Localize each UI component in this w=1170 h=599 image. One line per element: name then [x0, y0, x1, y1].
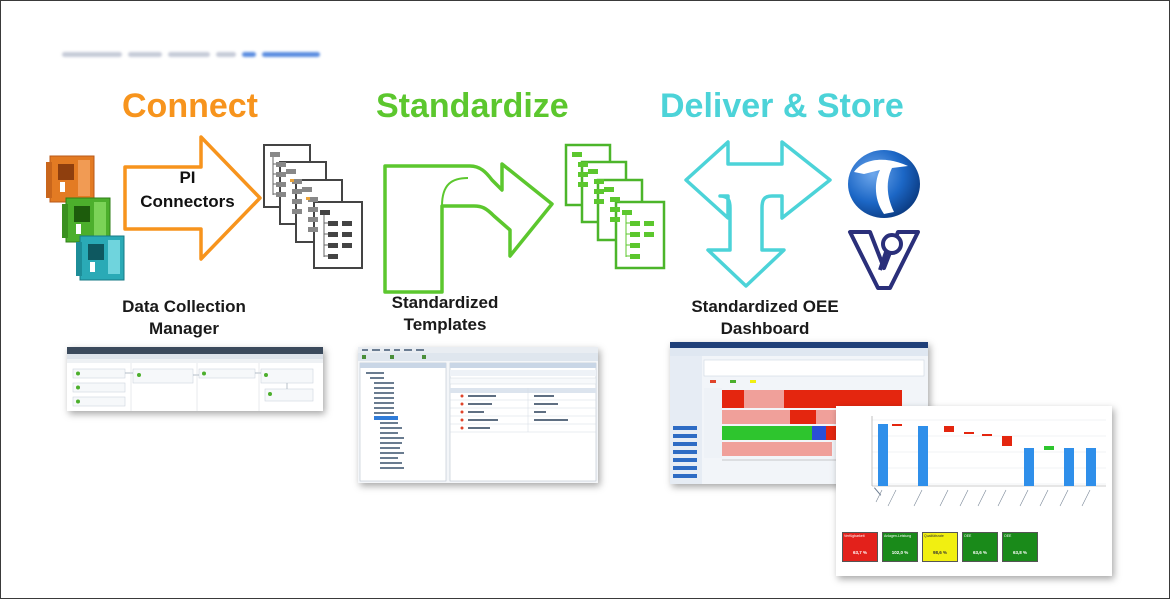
- kpi-tile: Verfügbarkeit 63,7 %: [842, 532, 878, 562]
- kpi-label: Anlagen-Leistung: [884, 534, 912, 538]
- oee-line2: Dashboard: [720, 319, 810, 338]
- kpi-value: 63,7 %: [852, 550, 867, 555]
- deliver-arrow: [684, 140, 832, 288]
- stage-connect-title: Connect: [122, 87, 258, 125]
- machine-icon: [46, 155, 125, 281]
- standardized-oee-dashboard-label: Standardized OEE Dashboard: [680, 296, 850, 340]
- pi-label-line2: Connectors: [140, 192, 235, 211]
- document-tree-icon: [564, 143, 666, 270]
- kpi-tile: Anlagen-Leistung 102,0 %: [882, 532, 918, 562]
- kpi-label: OEE: [1004, 534, 1012, 538]
- data-collection-manager-screenshot: [67, 347, 323, 411]
- templates-line2: Templates: [403, 315, 487, 334]
- kpi-tile: OEE 63,8 %: [1002, 532, 1038, 562]
- kpi-value: 98,6 %: [932, 550, 947, 555]
- data-collection-manager-label: Data Collection Manager: [104, 296, 264, 340]
- pi-label-line1: PI: [179, 168, 196, 187]
- document-tree-icon: [263, 144, 363, 269]
- kpi-label: Qualitätsrate: [924, 534, 944, 538]
- kpi-tile: OEE 63,6 %: [962, 532, 998, 562]
- stage-standardize-title: Standardize: [376, 87, 569, 125]
- pi-connectors-label: PI Connectors: [135, 166, 240, 214]
- kpi-value: 63,6 %: [972, 550, 987, 555]
- standardized-templates-label: Standardized Templates: [370, 292, 520, 336]
- blurred-slide-title: [62, 52, 320, 57]
- kpi-value: 63,8 %: [1012, 550, 1027, 555]
- pi-logo-icon: [848, 150, 920, 218]
- connect-arrow: [123, 135, 262, 261]
- templates-line1: Standardized: [391, 293, 499, 312]
- rotor-logo-icon: [848, 230, 920, 290]
- dcm-line1: Data Collection: [122, 297, 246, 316]
- standardize-arrow: [383, 162, 554, 294]
- oee-line1: Standardized OEE: [691, 297, 839, 316]
- oee-waterfall-screenshot: Verfügbarkeit 63,7 % Anlagen-Leistung 10…: [836, 406, 1112, 576]
- kpi-label: OEE: [964, 534, 972, 538]
- dcm-line2: Manager: [149, 319, 219, 338]
- kpi-label: Verfügbarkeit: [844, 534, 865, 538]
- kpi-tile: Qualitätsrate 98,6 %: [922, 532, 958, 562]
- templates-screenshot: [358, 347, 598, 483]
- stage-deliver-title: Deliver & Store: [660, 87, 904, 125]
- kpi-value: 102,0 %: [891, 550, 909, 555]
- kpi-strip: Verfügbarkeit 63,7 % Anlagen-Leistung 10…: [836, 526, 1112, 576]
